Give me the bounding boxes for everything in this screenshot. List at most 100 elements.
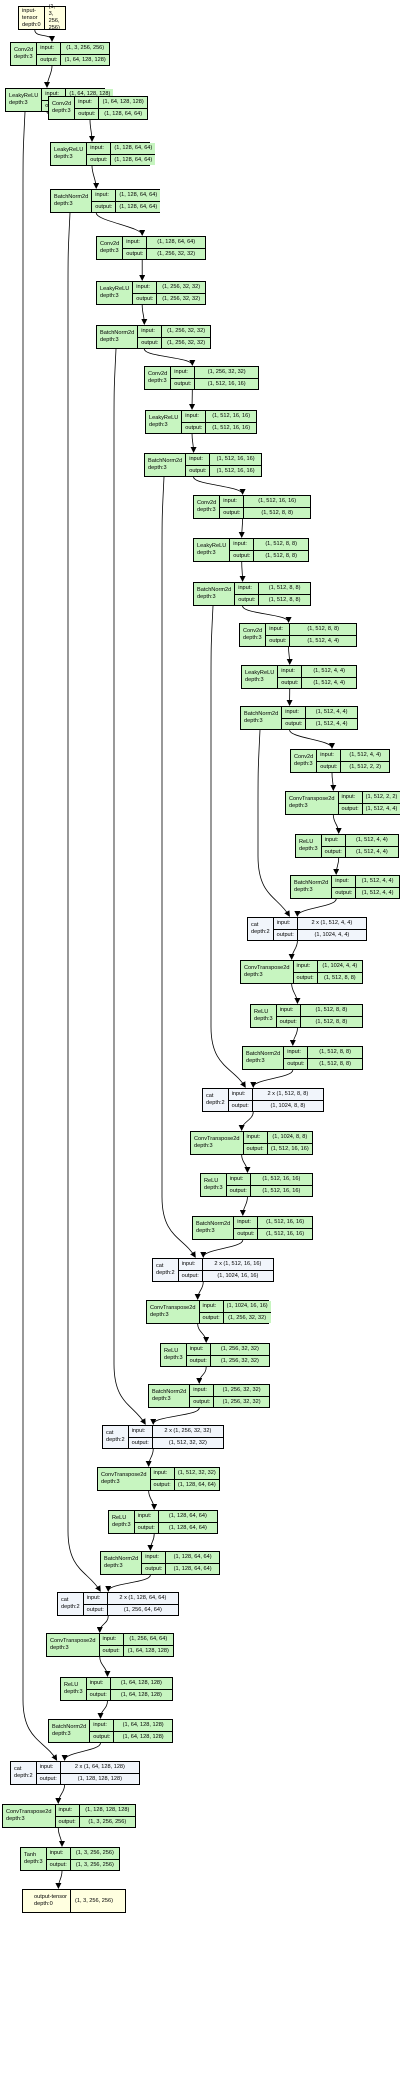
input-shape: (1, 256, 32, 32) xyxy=(214,1385,269,1397)
output-port-label: output: xyxy=(137,1524,155,1531)
input-port-label: input: xyxy=(226,1174,250,1186)
input-shape: (1, 256, 32, 32) xyxy=(210,1344,269,1356)
input-shape: (1, 512, 8, 8) xyxy=(254,539,308,551)
layer-depth: depth:3 xyxy=(299,846,318,852)
edge-input-to-conv1 xyxy=(34,29,55,42)
output-port-label: output: xyxy=(279,1018,297,1025)
port-labels: input:output: xyxy=(134,1511,159,1533)
output-shape: (1, 512, 4, 4) xyxy=(361,889,394,896)
input-port-label: input: xyxy=(186,1344,210,1356)
output-shape: (1, 512, 2, 2) xyxy=(349,763,382,770)
input-shape: (1, 128, 64, 64) xyxy=(111,143,156,155)
output-port-label: output: xyxy=(95,203,113,210)
port-labels: input:output: xyxy=(190,1385,215,1407)
input-port-label: input: xyxy=(37,43,61,55)
edge-deconv7-to-relu7 xyxy=(332,814,342,834)
shape-values: (1, 512, 32, 32)(1, 128, 64, 64) xyxy=(174,1468,219,1490)
output-shape: (1, 512, 4, 4) xyxy=(356,848,388,855)
edge-conv1-to-lrelu1 xyxy=(44,65,53,88)
port-labels: input:output: xyxy=(226,1174,251,1196)
edge-bn11-to-cat5 xyxy=(105,1574,151,1592)
input-port-label: input: xyxy=(266,624,290,636)
port-labels: input:output: xyxy=(83,1593,108,1615)
input-shape: (1, 3, 256, 256) xyxy=(70,1848,119,1860)
input-shape: (1, 512, 32, 32) xyxy=(174,1468,219,1480)
shape-values: (1, 512, 4, 4)(1, 512, 4, 4) xyxy=(345,835,398,857)
output-port-label: output: xyxy=(238,596,256,603)
layer-name: BatchNorm2d xyxy=(54,194,89,200)
shape-values: (1, 512, 4, 4)(1, 512, 2, 2) xyxy=(341,750,389,772)
output-shape: (1, 512, 8, 8) xyxy=(261,509,294,516)
output-shape: (1, 512, 16, 16) xyxy=(207,380,246,387)
output-shape: (1, 512, 8, 8) xyxy=(319,1060,352,1067)
layer-name: BatchNorm2d xyxy=(246,1051,281,1057)
shape-values: (1, 128, 64, 64)(1, 128, 64, 64) xyxy=(166,1552,219,1574)
input-shape: (1, 3, 256, 256) xyxy=(61,43,109,55)
port-labels: input:output: xyxy=(284,1047,309,1069)
layer-depth: depth:2 xyxy=(14,1773,33,1779)
layer-name: Conv2d xyxy=(52,101,72,107)
port-labels: input:output: xyxy=(46,1848,71,1870)
input-port-label: input: xyxy=(243,1132,267,1144)
input-port-label: input: xyxy=(321,835,345,847)
input-port-label: input: xyxy=(273,918,297,930)
edge-deconv11-to-relu11 xyxy=(148,1490,158,1510)
output-port-label: output: xyxy=(141,339,159,346)
shape-values: (1, 1024, 16, 16)(1, 256, 32, 32) xyxy=(223,1301,271,1323)
layer-name: ReLU xyxy=(254,1009,269,1015)
port-labels: input:output: xyxy=(186,454,211,476)
input-shape: (1, 256, 64, 64) xyxy=(123,1634,173,1646)
edge-relu7-to-bn7 xyxy=(333,857,340,875)
input-shape: (1, 512, 4, 4) xyxy=(356,876,399,888)
output-port-label: output: xyxy=(89,1691,107,1698)
layer-name: BatchNorm2d xyxy=(104,1556,139,1562)
output-port-label: output: xyxy=(58,1818,76,1825)
output-shape: (1, 512, 8, 8) xyxy=(265,552,298,559)
input-shape: (1, 1024, 16, 16) xyxy=(223,1301,271,1313)
output-shape: (1, 512, 4, 4) xyxy=(365,805,398,812)
layer-depth: depth:3 xyxy=(50,1645,69,1651)
layer-name: Conv2d xyxy=(197,500,217,506)
layer-name: ConvTranspose2d xyxy=(101,1472,147,1478)
output-port-label: output: xyxy=(86,1606,104,1613)
shape-values: (1, 128, 64, 64)(1, 128, 64, 64) xyxy=(116,190,161,212)
layer-name: cat xyxy=(61,1597,69,1603)
layer-depth: depth:3 xyxy=(52,1731,71,1737)
layer-depth: depth:3 xyxy=(104,1563,123,1569)
output-shape: (1, 64, 128, 128) xyxy=(120,1691,162,1698)
layer-depth: depth:3 xyxy=(148,378,167,384)
output-shape: (1, 3, 256, 256) xyxy=(88,1818,127,1825)
port-labels: input:output: xyxy=(278,666,303,688)
input-port-label: input: xyxy=(99,1634,123,1646)
input-port-label: input: xyxy=(171,367,195,379)
edge-relu9-to-bn9 xyxy=(239,1196,248,1216)
edge-lrelu4-to-bn4 xyxy=(190,433,197,453)
edge-deconv12-to-relu12 xyxy=(99,1656,111,1677)
edge-bn6-to-cat1 xyxy=(257,729,290,917)
port-labels: input:output: xyxy=(293,961,318,983)
input-shape: (1, 512, 16, 16) xyxy=(258,1217,312,1229)
edge-relu10-to-bn10 xyxy=(196,1366,207,1384)
input-port-label: input: xyxy=(87,143,111,155)
input-shape: (1, 512, 16, 16) xyxy=(250,1174,312,1186)
edge-lrelu2-to-bn2 xyxy=(91,165,100,189)
shape-values: (1, 64, 128, 128)(1, 128, 64, 64) xyxy=(99,97,147,119)
